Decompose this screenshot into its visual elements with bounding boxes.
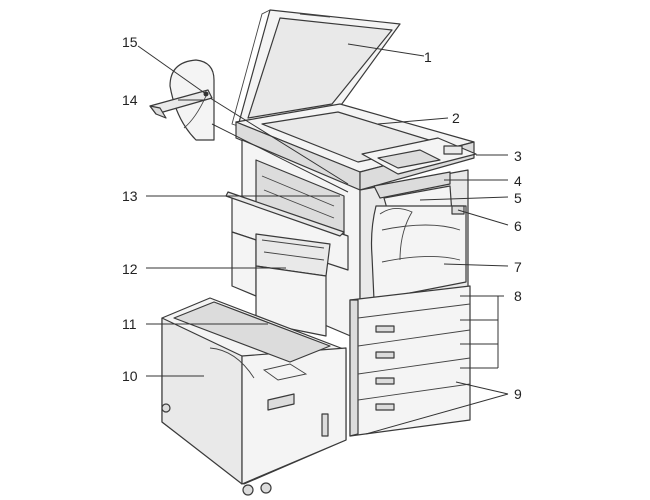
left-assembly (225, 191, 349, 337)
callout-7: 7 (514, 259, 522, 275)
callout-14: 14 (122, 92, 138, 108)
callout-15: 15 (122, 34, 138, 50)
callout-8: 8 (514, 288, 522, 304)
callout-1: 1 (424, 49, 432, 65)
callout-labels: 1 2 3 4 5 6 7 8 9 10 11 12 13 14 15 (122, 34, 522, 402)
callout-3: 3 (514, 148, 522, 164)
callout-2: 2 (452, 110, 460, 126)
control-panel (361, 137, 477, 175)
callout-9: 9 (514, 386, 522, 402)
callout-11: 11 (122, 316, 137, 332)
document-cover (231, 9, 401, 127)
hcf-unit (161, 297, 347, 496)
callout-10: 10 (122, 368, 138, 384)
callout-6: 6 (514, 218, 522, 234)
leader-lines (137, 43, 509, 435)
tray-module (349, 285, 471, 437)
callout-12: 12 (122, 261, 138, 277)
callout-13: 13 (122, 188, 138, 204)
callout-4: 4 (514, 173, 522, 189)
callout-5: 5 (514, 190, 522, 206)
